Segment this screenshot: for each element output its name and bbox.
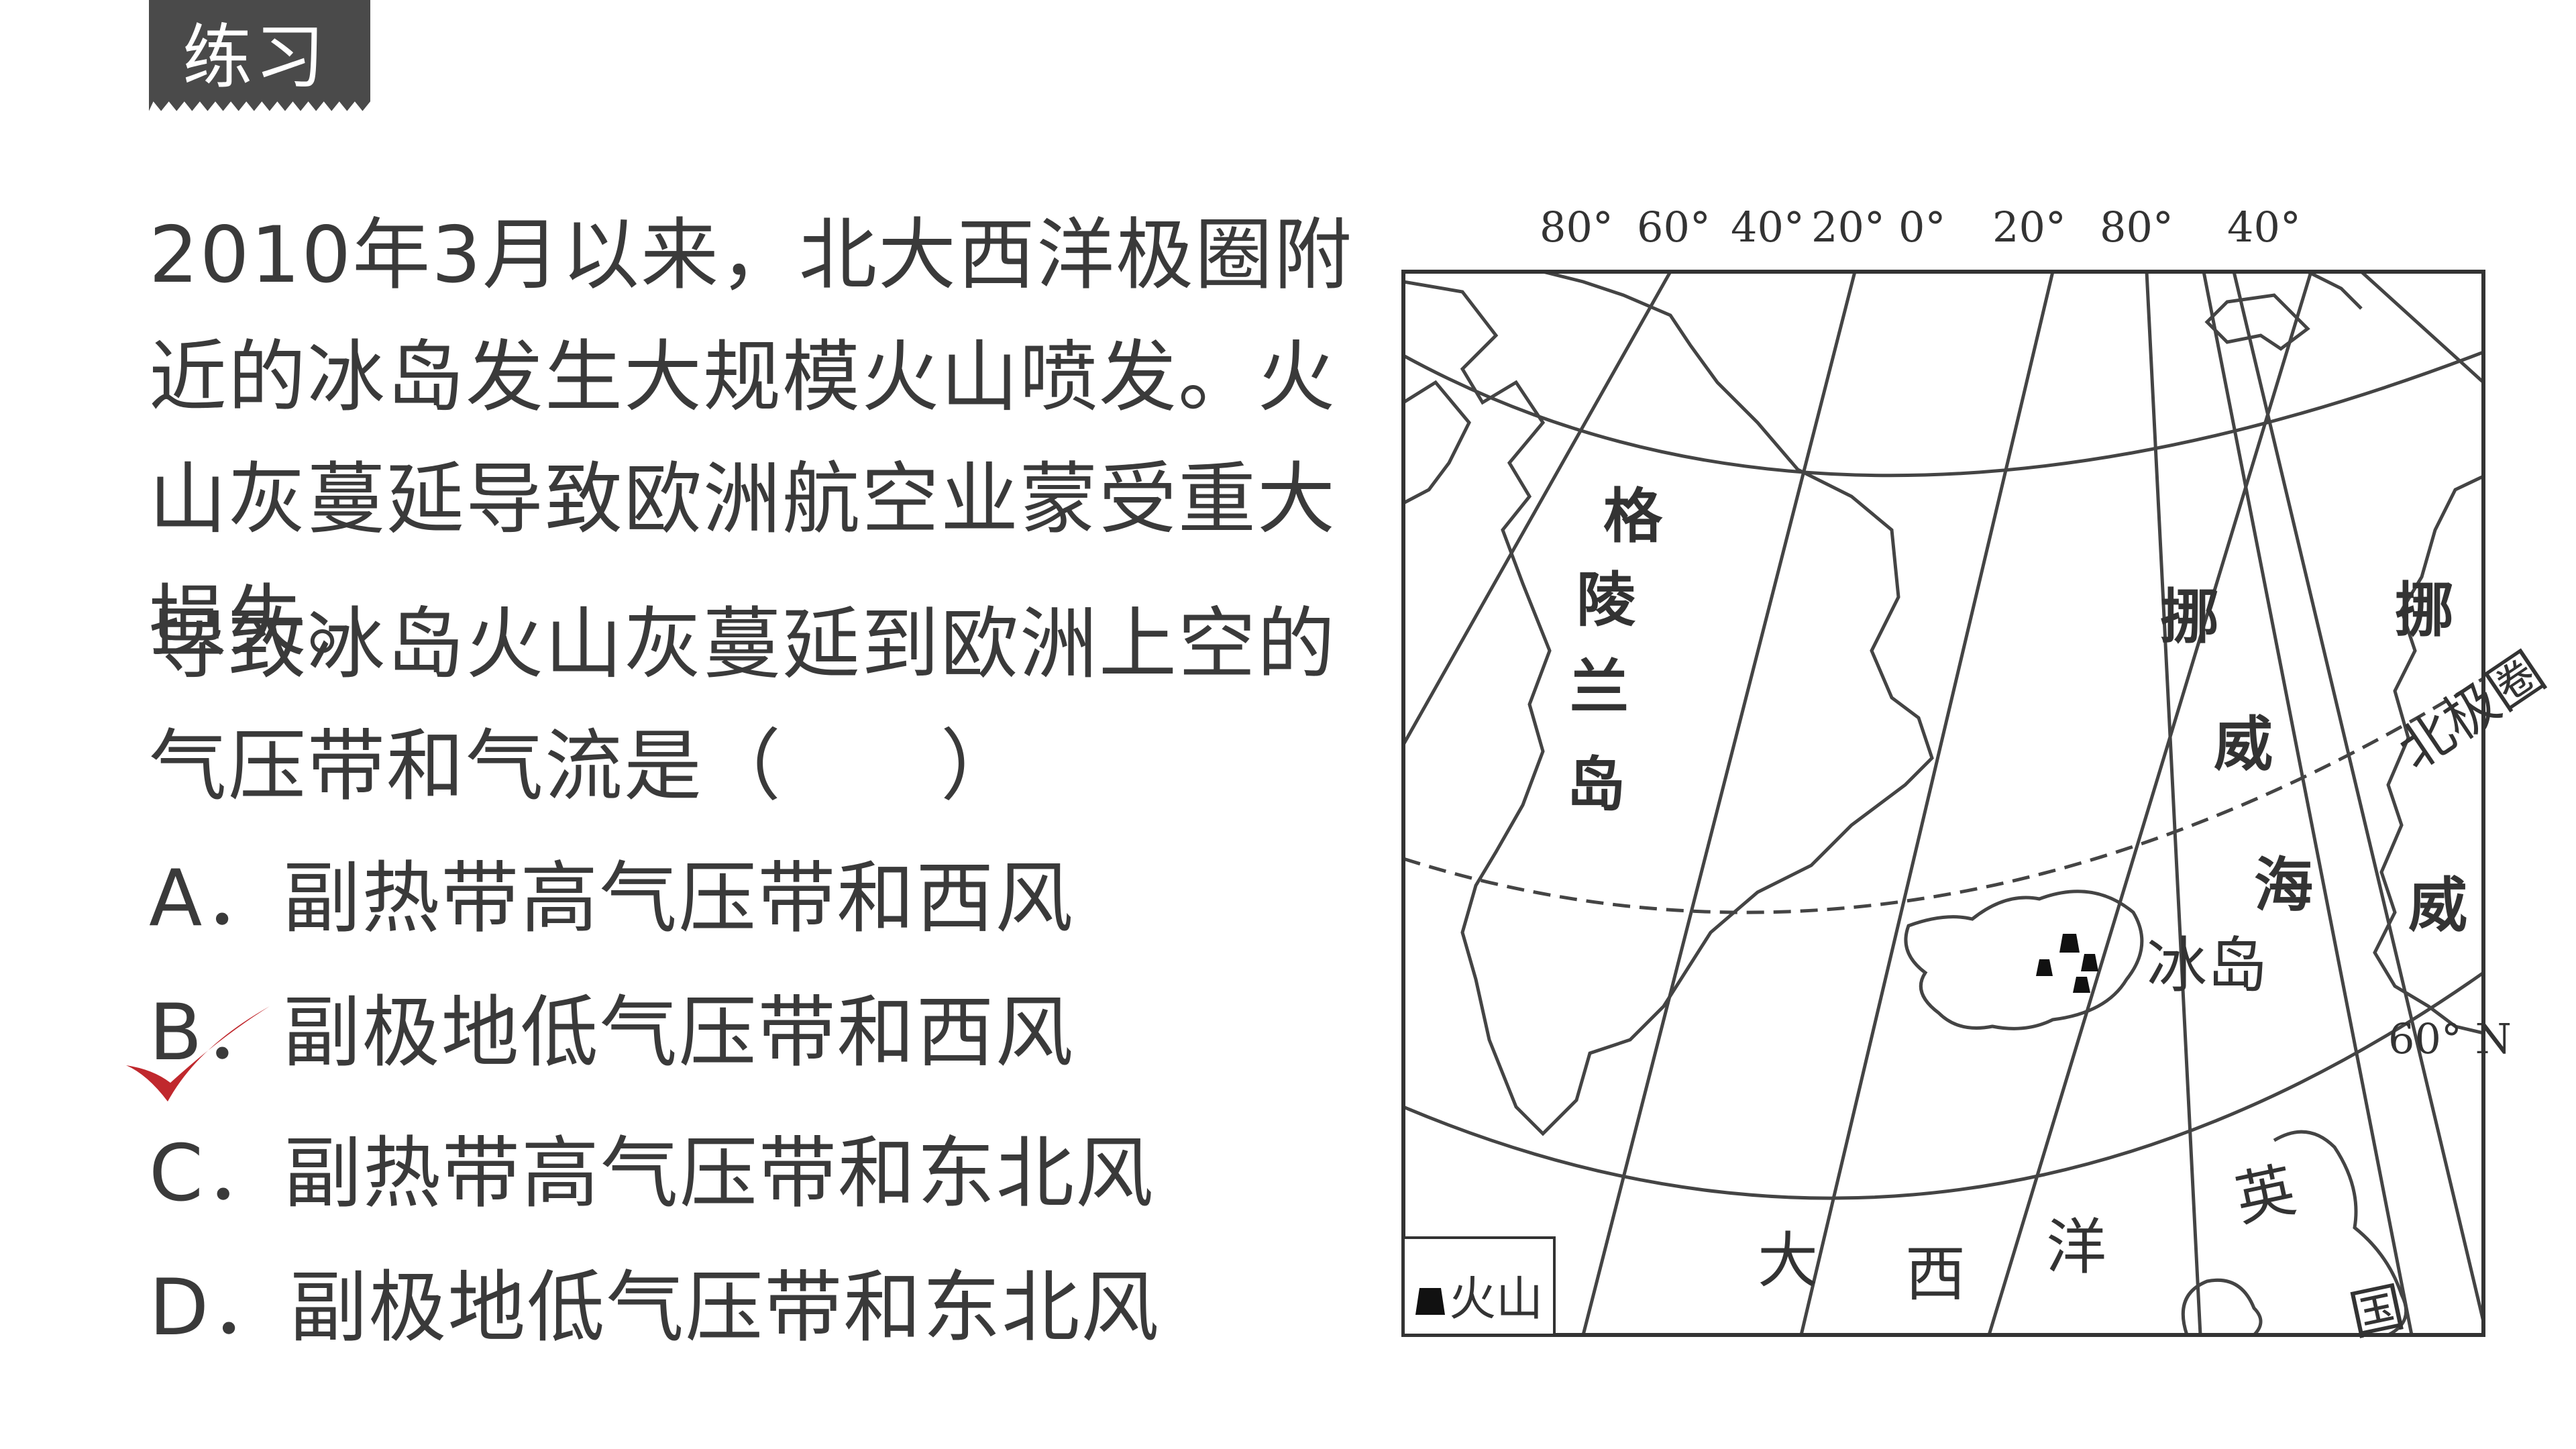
question-text: 导致冰岛火山灰蔓延到欧洲上空的气压带和气流是（ ）: [149, 599, 1336, 812]
meridian-line: [1799, 272, 2055, 1335]
longitude-label: 40°: [1731, 203, 1805, 252]
volcano-icon: [1415, 1288, 1445, 1315]
greenland-coast: [1403, 380, 1471, 505]
checkmark-icon: [126, 1006, 270, 1102]
intro-text: 2010年3月以来，北大西洋极圈附近的冰岛发生大规模火山喷发。火山灰蔓延导致欧洲…: [149, 210, 1354, 667]
coastline: [2306, 272, 2363, 310]
option-text: ．副热带高气压带和东北风: [205, 1128, 1155, 1219]
option-text: ．副极地低气压带和西风: [203, 987, 1075, 1078]
atlantic-label-char: 西: [1905, 1239, 1966, 1309]
latitude-label: 60° N: [2388, 1014, 2512, 1063]
volcano-icon: [2081, 954, 2098, 971]
meridian-line: [2202, 272, 2414, 1335]
britain-coast: [2273, 1130, 2408, 1335]
meridian-line: [2145, 272, 2202, 1335]
greenland-label-char: 兰: [1570, 652, 1629, 722]
legend-label: 火山: [1449, 1271, 1543, 1326]
britain-label-char: 英: [2229, 1155, 2302, 1234]
map-figure: 80° 60° 40° 20° 0° 20° 80° 40° 60° N 北极圈…: [1401, 203, 2556, 1348]
option-text: ．副极地低气压带和东北风: [210, 1263, 1161, 1353]
option-b[interactable]: B．副极地低气压带和西风: [149, 986, 1075, 1080]
longitude-label: 40°: [2227, 203, 2301, 252]
volcano-icon: [2036, 959, 2053, 976]
map-legend: [1402, 1236, 1556, 1336]
britain-coast: [2181, 1278, 2263, 1335]
volcano-markers: [2036, 934, 2098, 993]
map-frame: [1401, 270, 2485, 1337]
atlantic-label-char: 大: [1758, 1226, 1818, 1296]
parallel-line: [1403, 971, 2483, 1200]
longitude-label: 80°: [1540, 203, 1613, 252]
meridian-line: [2232, 272, 2483, 1322]
section-badge: 练习: [149, 0, 370, 111]
greenland-coast: [1403, 272, 1934, 1136]
iceland-coast: [1904, 890, 2144, 1030]
coastline: [2204, 293, 2310, 352]
iceland-label: 冰岛: [2147, 930, 2267, 1001]
option-text: ．副热带高气压带和西风: [203, 853, 1075, 944]
norway-coast: [2373, 474, 2483, 1035]
meridian-line: [1987, 272, 2313, 1335]
option-letter: D: [149, 1263, 211, 1353]
britain-label-char: 国: [2345, 1275, 2410, 1348]
option-a[interactable]: A．副热带高气压带和西风: [149, 852, 1074, 946]
longitude-label: 80°: [2100, 203, 2174, 252]
greenland-label-char: 陵: [1576, 565, 1635, 635]
greenland-label-char: 岛: [1566, 749, 1625, 819]
atlantic-label-char: 洋: [2046, 1212, 2106, 1283]
arctic-circle-line: [1403, 676, 2483, 914]
longitude-label: 0°: [1898, 203, 1945, 252]
longitude-label: 60°: [1637, 203, 1711, 252]
meridian-line: [2360, 272, 2483, 384]
arctic-circle-label: 北极圈: [2387, 640, 2556, 782]
longitude-label: 20°: [1992, 203, 2066, 252]
norway-label-char: 挪: [2395, 575, 2454, 645]
norwegian-sea-label-char: 威: [2214, 709, 2273, 779]
longitude-label: 20°: [1811, 203, 1885, 252]
volcano-icon: [2073, 977, 2090, 993]
greenland-label-char: 格: [1603, 481, 1663, 551]
norwegian-sea-label-char: 挪: [2160, 582, 2219, 651]
option-d[interactable]: D．副极地低气压带和东北风: [149, 1261, 1160, 1355]
norwegian-sea-label-char: 海: [2254, 850, 2313, 920]
badge-label: 练习: [182, 16, 328, 98]
meridian-line: [1581, 272, 1857, 1335]
meridian-line: [1403, 272, 1672, 746]
norway-label-char: 威: [2408, 870, 2467, 940]
volcano-icon: [2059, 934, 2080, 953]
option-letter: A: [149, 853, 204, 944]
option-letter: C: [149, 1128, 205, 1219]
option-c[interactable]: C．副热带高气压带和东北风: [149, 1127, 1155, 1221]
